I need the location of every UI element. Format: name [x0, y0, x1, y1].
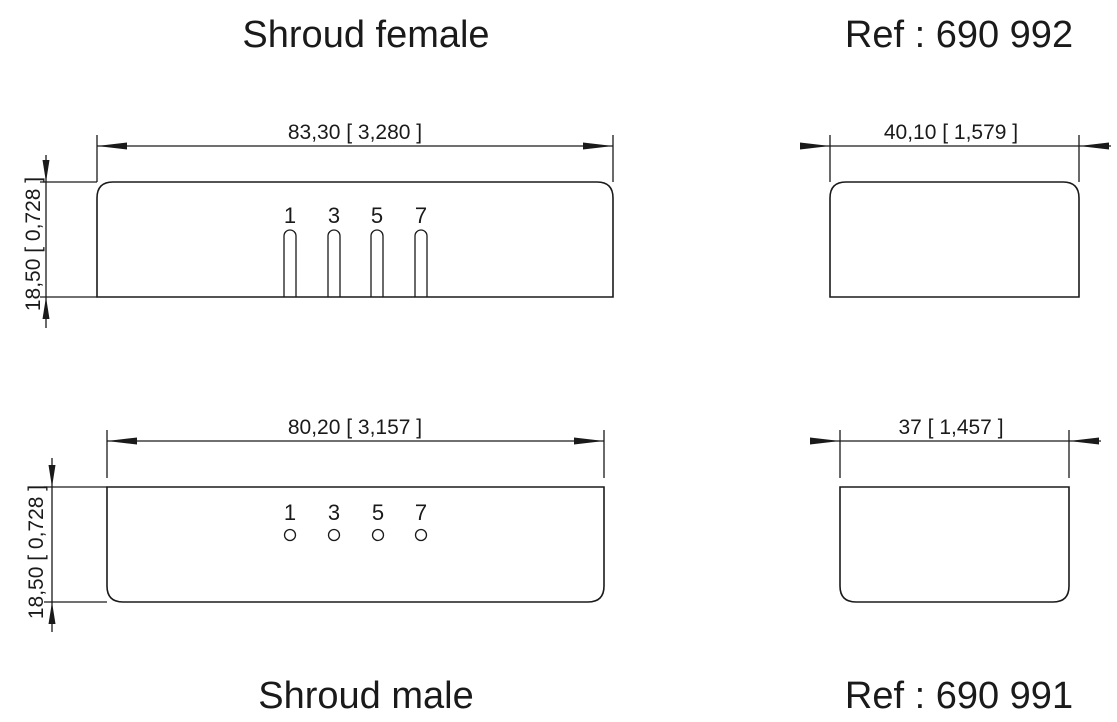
male-pin-hole — [414, 528, 428, 542]
female-pin-label: 5 — [371, 203, 383, 228]
female-pin-label: 1 — [284, 203, 296, 228]
male-pin-hole — [371, 528, 385, 542]
female-side-width-label: 40,10 [ 1,579 ] — [884, 121, 1018, 144]
male-pin-label: 1 — [284, 500, 296, 525]
female-width-label: 83,30 [ 3,280 ] — [288, 121, 422, 144]
male-front-outline — [106, 486, 605, 603]
female-title: Shroud female — [242, 14, 489, 56]
female-pin-label: 3 — [328, 203, 340, 228]
female-pin-label: 7 — [415, 203, 427, 228]
female-slot-1 — [283, 229, 297, 297]
female-side-width-dimension: 40,10 [ 1,579 ] — [800, 121, 1111, 182]
female-slot-5 — [370, 229, 384, 297]
male-ref: Ref : 690 991 — [845, 675, 1073, 717]
male-width-dimension: 80,20 [ 3,157 ] — [106, 416, 605, 478]
male-title: Shroud male — [258, 675, 473, 717]
female-height-label: 18,50 [ 0,728 ] — [22, 177, 45, 311]
male-height-label: 18,50 [ 0,728 ] — [25, 485, 48, 619]
female-side-outline — [829, 181, 1080, 298]
male-pin-label: 3 — [328, 500, 340, 525]
male-pin-label: 7 — [415, 500, 427, 525]
male-side-outline — [839, 486, 1070, 603]
male-pin-hole — [327, 528, 341, 542]
female-height-dimension: 18,50 [ 0,728 ] — [22, 155, 97, 328]
male-width-label: 80,20 [ 3,157 ] — [288, 416, 422, 439]
female-ref: Ref : 690 992 — [845, 14, 1073, 56]
female-slot-3 — [327, 229, 341, 297]
male-side-width-label: 37 [ 1,457 ] — [898, 416, 1003, 439]
male-front-view: 1 3 5 7 80,20 [ 3,157 ] 18,50 [ 0,728 ] — [25, 416, 605, 632]
male-pin-label: 5 — [372, 500, 384, 525]
female-front-view: 1 3 5 7 83,30 [ 3,280 ] 18,50 [ 0,728 ] — [22, 121, 614, 328]
male-side-view: 37 [ 1,457 ] — [810, 416, 1101, 603]
male-side-width-dimension: 37 [ 1,457 ] — [810, 416, 1101, 478]
male-height-dimension: 18,50 [ 0,728 ] — [25, 458, 107, 632]
female-side-view: 40,10 [ 1,579 ] — [800, 121, 1111, 298]
female-width-dimension: 83,30 [ 3,280 ] — [96, 121, 614, 182]
male-pin-hole — [283, 528, 297, 542]
female-front-outline — [96, 181, 614, 298]
female-slot-7 — [414, 229, 428, 297]
